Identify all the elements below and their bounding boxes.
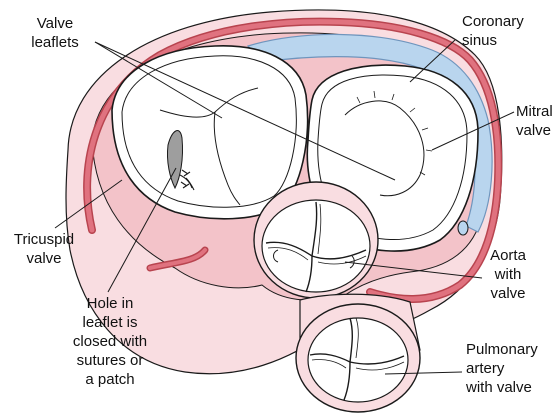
- label-hole-in-leaflet: Hole in leaflet is closed with sutures o…: [58, 294, 162, 389]
- label-tricuspid-valve: Tricuspid valve: [4, 230, 84, 268]
- label-valve-leaflets: Valve leaflets: [24, 14, 86, 52]
- label-mitral-valve: Mitral valve: [516, 102, 553, 140]
- label-pulmonary-artery: Pulmonary artery with valve: [466, 340, 538, 397]
- label-coronary-sinus: Coronary sinus: [462, 12, 524, 50]
- label-aorta-with-valve: Aorta with valve: [484, 246, 532, 303]
- coronary-sinus-ostium: [458, 221, 468, 235]
